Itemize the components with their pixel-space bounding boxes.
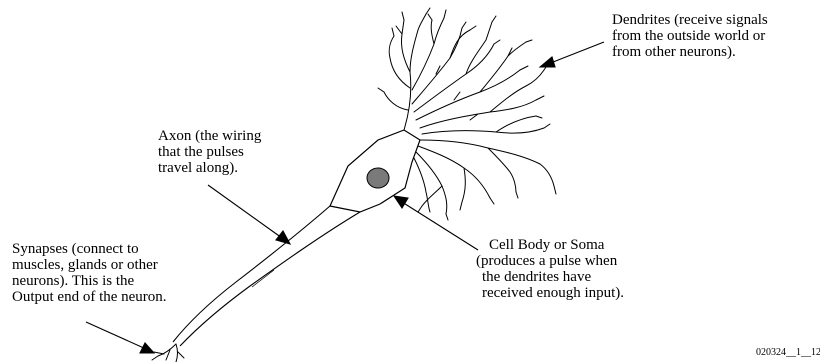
nucleus [367, 168, 389, 188]
dendrite-twig [392, 28, 394, 36]
cell-body-label-line: received enough input). [476, 285, 624, 301]
dendrite-twig [444, 10, 446, 18]
dendrites-label-line: from the outside world or [612, 28, 768, 44]
dendrite-trunk [420, 140, 540, 164]
dendrites-label-line: Dendrites (receive signals [612, 12, 768, 28]
dendrite-trunk [462, 168, 465, 202]
axon-upper-line [173, 206, 330, 342]
synapses-label-line: Output end of the neuron. [12, 289, 167, 305]
cell-body-label: Cell Body or Soma (produces a pulse when… [476, 237, 624, 301]
synapses-label-line: Synapses (connect to [12, 241, 167, 257]
axon-label-line: that the pulses [158, 144, 261, 160]
dendrite-twig [470, 26, 476, 30]
synapses-label: Synapses (connect to muscles, glands or … [12, 241, 167, 305]
dendrite-twig [516, 192, 518, 198]
dendrite-twig [526, 40, 532, 42]
figure-code: 020324__1__12 [756, 347, 820, 359]
cell-body-arrow [402, 202, 478, 250]
dendrite-twig [462, 22, 466, 28]
dendrite-twig [460, 202, 462, 210]
dendrite-trunk [412, 28, 462, 104]
cell-body-label-line: the dendrites have [476, 269, 624, 285]
cell-body-label-line: Cell Body or Soma [476, 237, 624, 253]
dendrite-trunk [488, 148, 516, 192]
dendrites-label: Dendrites (receive signals from the outs… [612, 12, 768, 60]
dendrite-trunk [412, 18, 444, 90]
dendrite-twig [536, 116, 542, 118]
dendrite-trunk [418, 14, 426, 30]
axon-lower-line [180, 212, 360, 346]
dendrite-twig [428, 14, 432, 20]
dendrite-trunk [416, 152, 447, 214]
dendrite-trunk [384, 92, 408, 110]
synapse-branch [176, 344, 178, 362]
synapse-branch [152, 356, 158, 360]
dendrites-arrowhead [540, 57, 555, 67]
axon-arrowhead [276, 231, 290, 244]
dendrite-trunk [418, 146, 490, 198]
dendrite-twig [378, 88, 384, 92]
dendrite-trunk [496, 116, 536, 132]
dendrite-twig [454, 92, 460, 100]
dendrite-trunk [404, 30, 418, 130]
dendrite-trunk [422, 128, 544, 134]
dendrites-label-line: from other neurons). [612, 44, 768, 60]
dendrite-trunk [540, 164, 554, 186]
dendrite-twig [508, 48, 512, 56]
dendrite-trunk [490, 70, 544, 112]
dendrite-twig [490, 198, 494, 204]
synapse-terminals [152, 344, 184, 362]
dendrite-twig [418, 206, 422, 212]
dendrite-twig [544, 124, 550, 128]
dendrite-trunk [389, 36, 410, 88]
dendrite-trunk [416, 70, 520, 120]
dendrite-twig [520, 66, 528, 70]
dendrite-twig [536, 96, 544, 100]
synapses-label-line: neurons). This is the [12, 273, 167, 289]
dendrite-twig [396, 26, 402, 34]
dendrite-trunk [480, 42, 526, 92]
dendrite-trunk [414, 158, 430, 212]
dendrite-trunk [431, 20, 434, 44]
synapses-arrowhead [140, 343, 154, 353]
synapses-arrow [86, 322, 146, 349]
axon-label-line: Axon (the wiring [158, 128, 261, 144]
dendrite-twig [554, 186, 556, 194]
dendrite-twig [426, 8, 430, 14]
dendrites-arrow [548, 42, 604, 64]
synapses-label-line: muscles, glands or other [12, 257, 167, 273]
cell-body-label-line: (produces a pulse when [476, 253, 624, 269]
synapse-branch [178, 352, 184, 358]
dendrite-twig [494, 40, 500, 44]
axon-label-line: travel along). [158, 160, 261, 176]
axon-sheath-line [252, 270, 274, 287]
axon-arrow [208, 185, 282, 238]
dendrite-twig [492, 16, 496, 22]
axon-label: Axon (the wiring that the pulses travel … [158, 128, 261, 176]
synapse-branch [158, 344, 176, 356]
cell-body-arrow-head [394, 196, 408, 208]
dendrite-twig [402, 12, 404, 20]
synapse-branch [154, 352, 164, 354]
dendrite-twig [446, 214, 448, 220]
dendrite-trunk [401, 20, 410, 72]
